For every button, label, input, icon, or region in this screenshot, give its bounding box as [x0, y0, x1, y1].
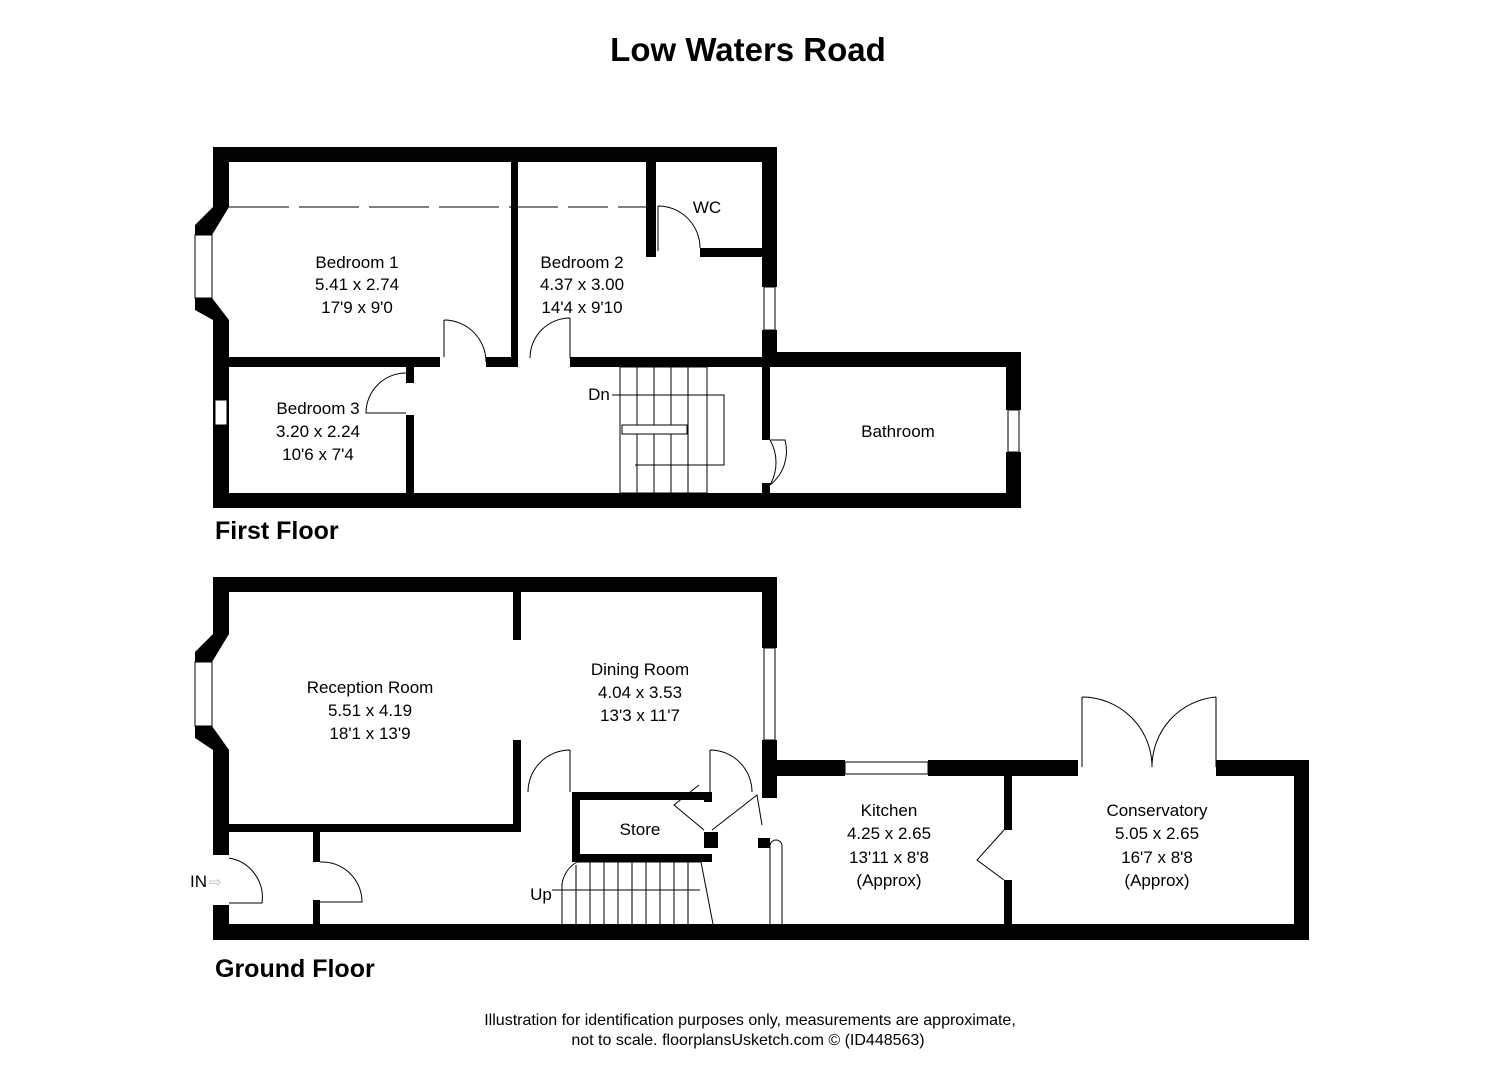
svg-text:Bedroom 2: Bedroom 2: [540, 253, 623, 272]
ground-floor-plan: IN ⇨ Up Reception Room 5.51 x 4.19 18'1 …: [190, 577, 1309, 940]
plan-title: Low Waters Road: [610, 31, 886, 68]
svg-text:14'4 x 9'10: 14'4 x 9'10: [541, 298, 622, 317]
room-bathroom: Bathroom: [861, 422, 935, 441]
svg-text:4.25 x 2.65: 4.25 x 2.65: [847, 824, 931, 843]
entrance-arrow-icon: ⇨: [209, 874, 222, 891]
staircase-up: [552, 861, 714, 925]
room-dining-room: Dining Room 4.04 x 3.53 13'3 x 11'7: [591, 660, 689, 725]
room-kitchen: Kitchen 4.25 x 2.65 13'11 x 8'8 (Approx): [847, 801, 931, 890]
room-bedroom-1: Bedroom 1 5.41 x 2.74 17'9 x 9'0: [315, 253, 399, 317]
first-floor-label: First Floor: [215, 517, 339, 545]
svg-text:16'7 x 8'8: 16'7 x 8'8: [1121, 848, 1193, 867]
svg-text:13'11 x 8'8: 13'11 x 8'8: [849, 848, 929, 867]
svg-text:18'1 x 13'9: 18'1 x 13'9: [329, 724, 410, 743]
first-floor-plan: Dn Bedroom 1 5.41 x 2.74 17'9 x 9'0 Bedr…: [194, 147, 1021, 508]
bay-window: [194, 661, 213, 727]
room-conservatory: Conservatory 5.05 x 2.65 16'7 x 8'8 (App…: [1106, 801, 1208, 890]
svg-text:5.41 x 2.74: 5.41 x 2.74: [315, 275, 399, 294]
svg-text:5.05 x 2.65: 5.05 x 2.65: [1115, 824, 1199, 843]
svg-text:Reception Room: Reception Room: [307, 678, 434, 697]
svg-text:Dining Room: Dining Room: [591, 660, 689, 679]
svg-text:Bedroom 1: Bedroom 1: [315, 253, 398, 272]
svg-text:(Approx): (Approx): [1124, 871, 1189, 890]
room-bedroom-3: Bedroom 3 3.20 x 2.24 10'6 x 7'4: [276, 399, 360, 464]
svg-text:17'9 x 9'0: 17'9 x 9'0: [321, 298, 393, 317]
stairs-down-label: Dn: [588, 385, 610, 404]
stairs-up-label: Up: [530, 885, 552, 904]
footer-disclaimer-line-2: not to scale. floorplansUsketch.com © (I…: [571, 1032, 924, 1049]
ground-floor-label: Ground Floor: [215, 955, 375, 983]
room-bedroom-2: Bedroom 2 4.37 x 3.00 14'4 x 9'10: [540, 253, 624, 317]
svg-text:5.51 x 4.19: 5.51 x 4.19: [328, 701, 412, 720]
svg-text:13'3 x 11'7: 13'3 x 11'7: [600, 706, 680, 725]
footer-disclaimer-line-1: Illustration for identification purposes…: [484, 1012, 1016, 1029]
svg-text:Bedroom 3: Bedroom 3: [276, 399, 359, 418]
svg-text:10'6 x 7'4: 10'6 x 7'4: [282, 445, 354, 464]
svg-text:(Approx): (Approx): [856, 871, 921, 890]
svg-text:Conservatory: Conservatory: [1106, 801, 1208, 820]
room-store: Store: [620, 820, 661, 839]
svg-text:Kitchen: Kitchen: [861, 801, 918, 820]
entrance-label: IN: [190, 872, 207, 891]
bay-window: [194, 234, 213, 299]
room-wc: WC: [693, 198, 721, 217]
svg-text:4.37 x 3.00: 4.37 x 3.00: [540, 275, 624, 294]
svg-text:3.20 x 2.24: 3.20 x 2.24: [276, 422, 360, 441]
room-reception-room: Reception Room 5.51 x 4.19 18'1 x 13'9: [307, 678, 434, 743]
svg-text:4.04 x 3.53: 4.04 x 3.53: [598, 683, 682, 702]
staircase-down: [612, 366, 725, 494]
